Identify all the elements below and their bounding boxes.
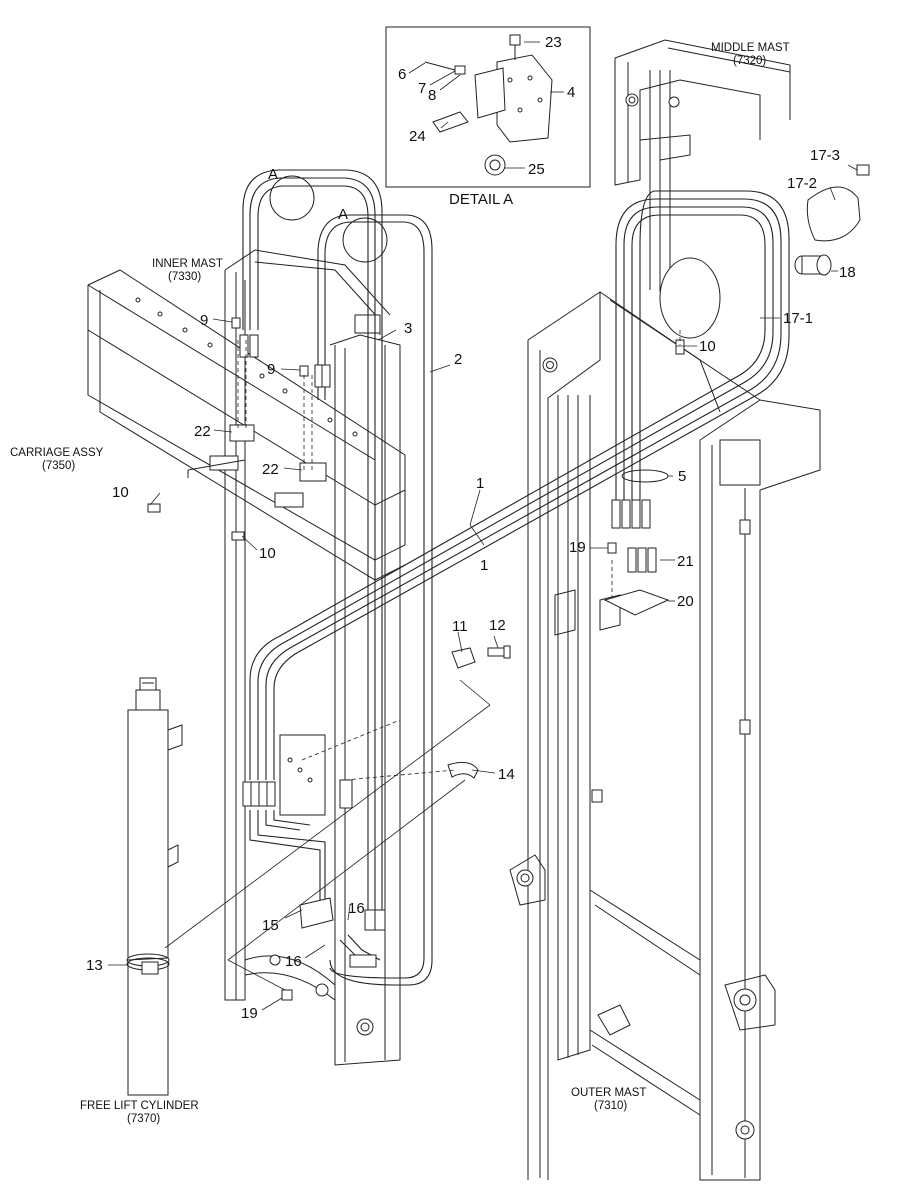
detail-a-title: DETAIL A (449, 191, 513, 208)
assembly-labels: MIDDLE MAST (7320) INNER MAST (7330) CAR… (10, 42, 790, 1125)
callout-9-left: 9 (200, 312, 208, 329)
leader-lines (108, 41, 858, 1011)
callout-11: 11 (452, 618, 468, 635)
callout-15: 15 (262, 917, 279, 934)
detail-marker-a-1: A (268, 166, 278, 183)
callout-14: 14 (498, 766, 515, 783)
callout-1-upper: 1 (476, 475, 484, 492)
callout-24: 24 (409, 128, 426, 145)
carriage-assy-name: CARRIAGE ASSY (10, 447, 104, 459)
outer-mast-drawing (509, 291, 821, 1181)
callout-22-right: 22 (262, 461, 279, 478)
middle-mast-name: MIDDLE MAST (711, 42, 790, 54)
outer-mast-name: OUTER MAST (571, 1087, 646, 1099)
free-lift-cylinder-drawing (126, 677, 183, 1096)
inner-mast-name: INNER MAST (152, 258, 223, 270)
callout-7: 7 (418, 80, 426, 97)
callout-3: 3 (404, 320, 412, 337)
middle-mast-drawing (614, 39, 791, 295)
detail-marker-a-2: A (338, 206, 348, 223)
callout-22-left: 22 (194, 423, 211, 440)
carriage-assy-code: (7350) (42, 460, 75, 472)
hose-routing (242, 169, 790, 986)
callout-10-mast: 10 (699, 338, 716, 355)
callout-numbers: 1 1 2 3 4 5 6 7 8 9 9 10 10 10 11 12 13 … (86, 34, 856, 1022)
callout-20: 20 (677, 593, 694, 610)
detail-a-box: DETAIL A (385, 26, 591, 208)
callout-17-2: 17-2 (787, 175, 817, 192)
callout-10-carriage-left: 10 (112, 484, 129, 501)
carriage-bolt-holes (135, 297, 358, 437)
detail-markers: A A (268, 166, 388, 263)
small-parts (126, 164, 870, 1001)
free-lift-cylinder-code: (7370) (127, 1113, 160, 1125)
callout-8: 8 (428, 87, 436, 104)
callout-5: 5 (678, 468, 686, 485)
alignment-lines (237, 330, 681, 781)
middle-mast-code: (7320) (733, 55, 766, 67)
callout-2: 2 (454, 351, 462, 368)
callout-25: 25 (528, 161, 545, 178)
callout-19-lower: 19 (241, 1005, 258, 1022)
callout-23: 23 (545, 34, 562, 51)
callout-17-3: 17-3 (810, 147, 840, 164)
callout-21: 21 (677, 553, 694, 570)
outer-mast-code: (7310) (594, 1100, 627, 1112)
inner-mast-drawing (224, 249, 401, 1066)
callout-6: 6 (398, 66, 406, 83)
callout-17-1: 17-1 (783, 310, 813, 327)
callout-9-right: 9 (267, 361, 275, 378)
callout-13: 13 (86, 957, 103, 974)
callout-10-carriage-right: 10 (259, 545, 276, 562)
callout-18: 18 (839, 264, 856, 281)
callout-1-lower: 1 (480, 557, 488, 574)
callout-16-lower: 16 (285, 953, 302, 970)
free-lift-cylinder-name: FREE LIFT CYLINDER (80, 1100, 199, 1112)
hose-fittings (229, 334, 657, 968)
callout-16-upper: 16 (348, 900, 365, 917)
callout-4: 4 (567, 84, 575, 101)
callout-19-upper: 19 (569, 539, 586, 556)
callout-12: 12 (489, 617, 506, 634)
inner-mast-code: (7330) (168, 271, 201, 283)
